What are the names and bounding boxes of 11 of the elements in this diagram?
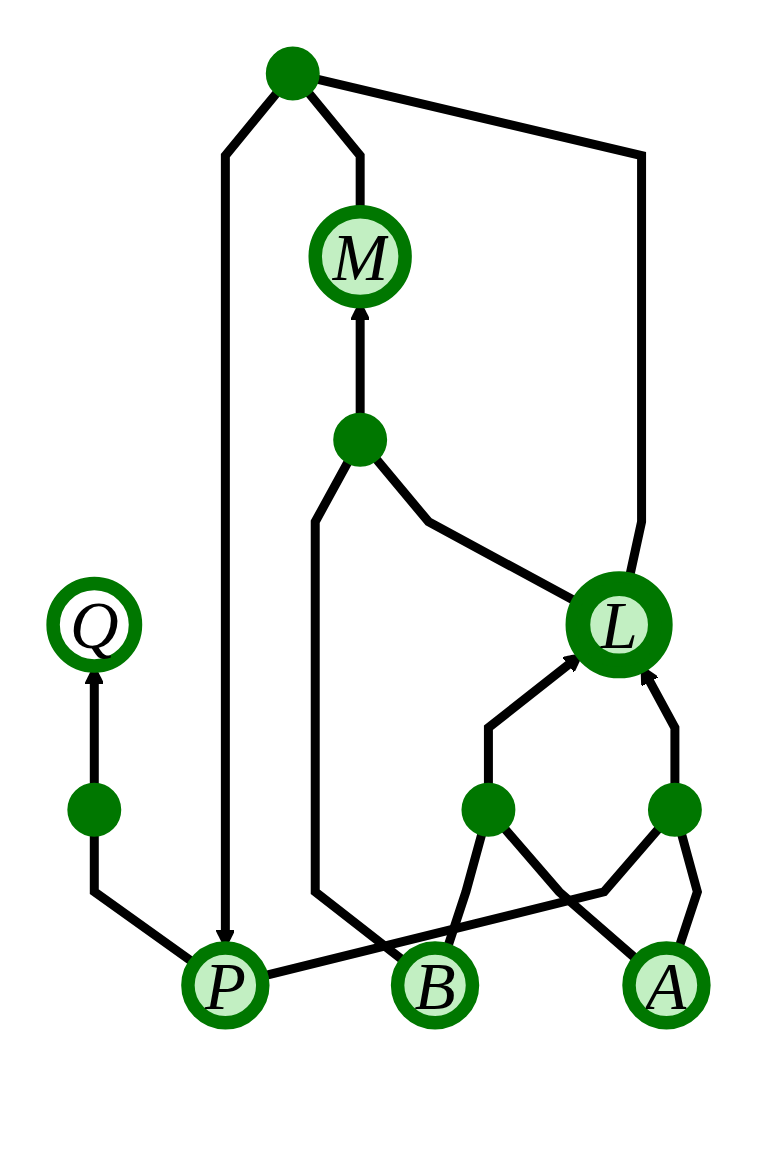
node-circle: B <box>390 940 480 1030</box>
node-circle: M <box>308 204 412 308</box>
node-circle: Q <box>46 576 143 673</box>
node-circle: P <box>181 940 270 1030</box>
node-circle: A <box>622 940 711 1030</box>
node-circle <box>265 46 320 100</box>
node-circle: L <box>565 570 673 678</box>
node-circle <box>647 782 702 837</box>
node-circle <box>333 412 388 467</box>
node-circle <box>67 782 122 837</box>
node-circle <box>461 782 516 837</box>
